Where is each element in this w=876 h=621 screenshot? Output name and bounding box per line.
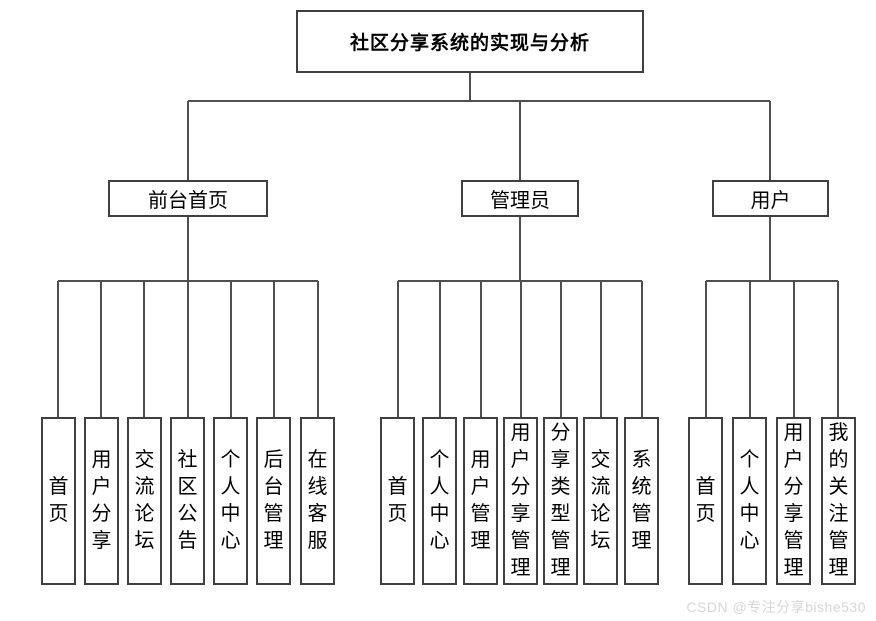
leaf-label: 后台管理	[263, 449, 284, 552]
leaf-label: 系统管理	[631, 449, 652, 552]
branch-node-front-home: 前台首页	[108, 180, 268, 217]
leaf-user-follow-mgmt: 我的关注管理	[821, 417, 856, 585]
csdn-watermark: CSDN @专注分享bishe530	[686, 599, 866, 615]
leaf-label: 我的关注管理	[828, 422, 849, 579]
leaf-label: 用户分享管理	[783, 422, 804, 579]
leaf-label: 首页	[695, 476, 716, 525]
leaf-front-user-share: 用户分享	[84, 417, 119, 585]
leaf-admin-user-mgmt: 用户管理	[463, 417, 498, 585]
leaf-admin-type-mgmt: 分享类型管理	[543, 417, 578, 585]
leaf-front-personal: 个人中心	[213, 417, 248, 585]
leaf-label: 在线客服	[307, 449, 328, 552]
leaf-front-forum: 交流论坛	[127, 417, 162, 585]
leaf-label: 分享类型管理	[550, 422, 571, 579]
leaf-front-backend: 后台管理	[256, 417, 291, 585]
leaf-front-notice: 社区公告	[170, 417, 205, 585]
leaf-label: 用户分享	[91, 449, 112, 552]
leaf-admin-home: 首页	[380, 417, 415, 585]
root-node-system-title: 社区分享系统的实现与分析	[296, 10, 644, 73]
leaf-label: 个人中心	[220, 449, 241, 552]
branch-node-user: 用户	[712, 180, 829, 217]
branch-node-admin: 管理员	[461, 180, 579, 217]
leaf-admin-share-mgmt: 用户分享管理	[503, 417, 538, 585]
leaf-label: 首页	[387, 476, 408, 525]
leaf-label: 交流论坛	[134, 449, 155, 552]
leaf-label: 社区公告	[177, 449, 198, 552]
leaf-user-home: 首页	[688, 417, 723, 585]
leaf-admin-forum: 交流论坛	[583, 417, 618, 585]
leaf-label: 用户管理	[470, 449, 491, 552]
leaf-admin-system-mgmt: 系统管理	[624, 417, 659, 585]
leaf-label: 用户分享管理	[510, 422, 531, 579]
leaf-user-personal: 个人中心	[732, 417, 767, 585]
leaf-front-service: 在线客服	[300, 417, 335, 585]
leaf-admin-personal: 个人中心	[422, 417, 457, 585]
leaf-label: 个人中心	[429, 449, 450, 552]
leaf-label: 个人中心	[739, 449, 760, 552]
leaf-label: 交流论坛	[590, 449, 611, 552]
leaf-front-home: 首页	[41, 417, 76, 585]
leaf-label: 首页	[48, 476, 69, 525]
leaf-user-share-mgmt: 用户分享管理	[776, 417, 811, 585]
